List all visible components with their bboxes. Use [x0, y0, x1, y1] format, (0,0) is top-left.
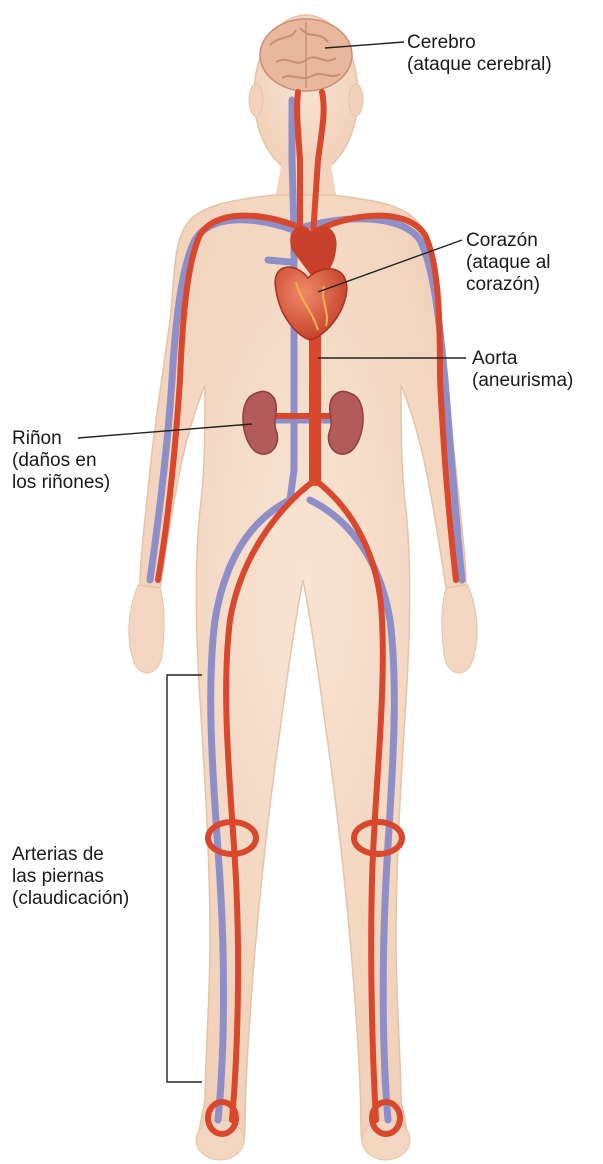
label-legs-line2: las piernas [12, 866, 129, 888]
label-kidney-line2: (daños en [12, 450, 110, 472]
label-aorta-line2: (aneurisma) [472, 370, 573, 392]
hand-left [129, 585, 164, 673]
ear-left [249, 84, 263, 116]
torso [140, 195, 466, 1159]
label-kidney: Riñon (daños en los riñones) [12, 428, 110, 494]
label-legs-line1: Arterias de [12, 844, 129, 866]
label-brain-line1: Cerebro [407, 32, 552, 54]
label-heart-line1: Corazón [466, 230, 551, 252]
label-heart: Corazón (ataque al corazón) [466, 230, 551, 296]
ear-right [349, 84, 363, 116]
label-aorta-line1: Aorta [472, 348, 573, 370]
label-legs: Arterias de las piernas (claudicación) [12, 844, 129, 910]
label-legs-line3: (claudicación) [12, 888, 129, 910]
label-kidney-line1: Riñon [12, 428, 110, 450]
label-brain: Cerebro (ataque cerebral) [407, 32, 552, 76]
foot-right [362, 1120, 410, 1160]
label-aorta: Aorta (aneurisma) [472, 348, 573, 392]
legs-bracket [167, 675, 202, 1082]
label-heart-line3: corazón) [466, 274, 551, 296]
label-kidney-line3: los riñones) [12, 472, 110, 494]
brain [260, 19, 352, 91]
label-heart-line2: (ataque al [466, 252, 551, 274]
hand-right [442, 585, 477, 673]
label-brain-line2: (ataque cerebral) [407, 54, 552, 76]
